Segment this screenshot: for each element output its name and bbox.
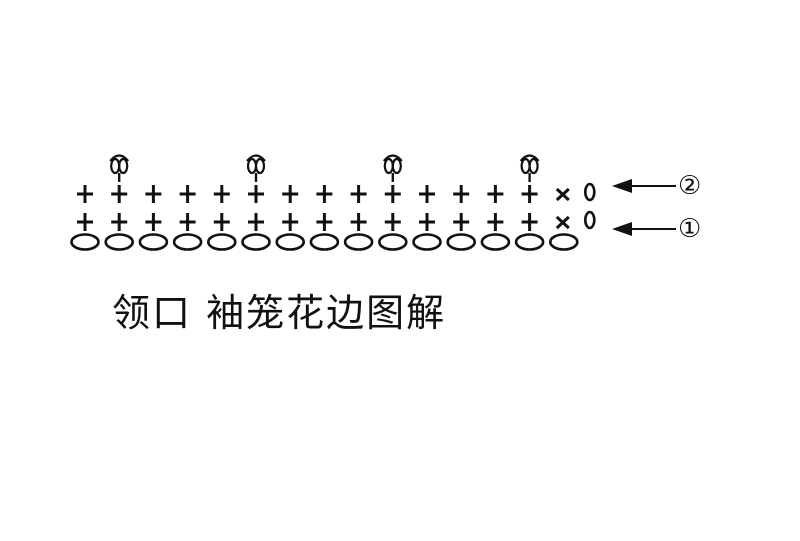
single-crochet-plus-icon	[213, 185, 230, 203]
chain-zero-icon	[583, 182, 596, 202]
chain-oval-icon	[446, 233, 477, 251]
single-crochet-plus-icon	[248, 213, 264, 231]
chain-oval-icon	[548, 233, 579, 251]
single-crochet-plus-icon	[145, 213, 162, 231]
single-crochet-plus-icon	[350, 213, 367, 231]
x-stitch-icon	[555, 215, 570, 230]
single-crochet-plus-icon	[111, 213, 128, 231]
chain-oval-icon	[70, 233, 100, 251]
chain-oval-icon	[412, 233, 442, 251]
single-crochet-plus-icon	[384, 185, 401, 203]
picot-icon	[382, 154, 403, 182]
single-crochet-plus-icon	[145, 185, 162, 203]
chain-oval-icon	[343, 233, 374, 251]
single-crochet-plus-icon	[282, 213, 299, 231]
single-crochet-plus-icon	[248, 185, 264, 203]
single-crochet-plus-icon	[521, 185, 538, 203]
chain-oval-icon	[309, 233, 340, 251]
single-crochet-plus-icon	[282, 185, 299, 203]
single-crochet-plus-icon	[316, 185, 333, 203]
chain-oval-icon	[514, 233, 545, 251]
single-crochet-plus-icon	[453, 185, 470, 203]
single-crochet-plus-icon	[521, 213, 538, 231]
single-crochet-plus-icon	[384, 213, 401, 231]
chain-oval-icon	[207, 233, 237, 251]
single-crochet-plus-icon	[179, 213, 196, 231]
arrow-to-row-2-icon	[612, 179, 676, 193]
arrow-to-row-1-icon	[612, 222, 676, 236]
single-crochet-plus-icon	[213, 213, 230, 231]
x-stitch-icon	[555, 187, 570, 202]
chain-oval-icon	[377, 233, 408, 251]
picot-icon	[246, 154, 266, 182]
row-2-label: ②	[678, 171, 702, 201]
single-crochet-plus-icon	[111, 185, 128, 203]
chain-zero-icon	[583, 210, 596, 230]
single-crochet-plus-icon	[419, 185, 435, 203]
row-1-label: ①	[678, 214, 702, 244]
chain-oval-icon	[104, 233, 134, 251]
chain-oval-icon	[275, 233, 306, 251]
chain-oval-icon	[480, 233, 511, 251]
picot-icon	[109, 154, 130, 182]
diagram-title: 领口 袖笼花边图解	[112, 291, 447, 335]
chain-oval-icon	[138, 233, 169, 251]
single-crochet-plus-icon	[419, 213, 435, 231]
chain-oval-icon	[241, 233, 271, 251]
single-crochet-plus-icon	[77, 185, 93, 203]
single-crochet-plus-icon	[316, 213, 333, 231]
chain-oval-icon	[172, 233, 203, 251]
single-crochet-plus-icon	[487, 185, 504, 203]
single-crochet-plus-icon	[453, 213, 470, 231]
picot-icon	[519, 154, 540, 182]
single-crochet-plus-icon	[350, 185, 367, 203]
single-crochet-plus-icon	[487, 213, 504, 231]
single-crochet-plus-icon	[77, 213, 93, 231]
single-crochet-plus-icon	[179, 185, 196, 203]
